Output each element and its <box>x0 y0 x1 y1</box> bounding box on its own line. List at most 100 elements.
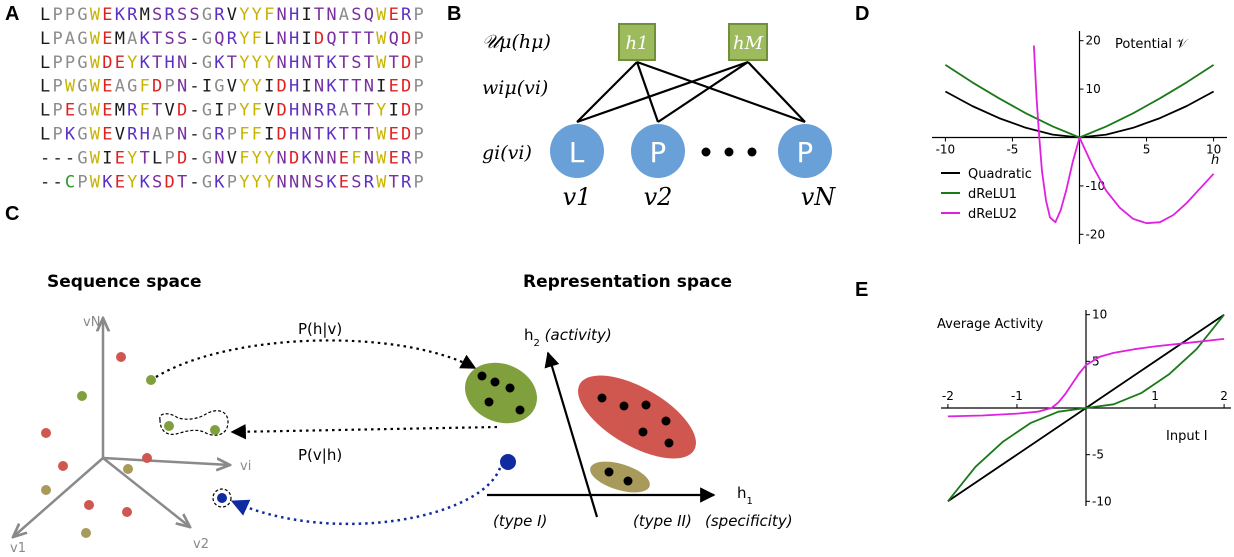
residue: G <box>127 77 137 97</box>
residue: I <box>301 5 311 25</box>
residue: P <box>77 172 87 192</box>
y-tick-label: 10 <box>1086 82 1101 96</box>
edge-hM-vN <box>747 61 806 123</box>
x-axis-label: h <box>1211 153 1219 168</box>
residue: Y <box>252 53 262 73</box>
residue: N <box>314 148 324 168</box>
seq-point <box>41 485 51 495</box>
residue: Y <box>239 53 249 73</box>
residue: R <box>127 5 138 25</box>
sampled-region-outline <box>159 410 229 436</box>
residue: L <box>40 125 50 145</box>
residue: P <box>414 172 424 192</box>
residue: G <box>202 172 212 192</box>
rep-point <box>490 377 500 387</box>
seq-point <box>142 453 152 463</box>
sequence-points <box>41 352 232 538</box>
residue: L <box>264 29 274 49</box>
residue: W <box>90 29 101 49</box>
residue: N <box>277 148 287 168</box>
residue: W <box>90 172 101 192</box>
residue: V <box>264 101 274 121</box>
y-tick-label: -20 <box>1086 227 1106 241</box>
residue: S <box>152 172 162 192</box>
residue: F <box>351 148 361 168</box>
rep-point <box>638 427 648 437</box>
residue: V <box>115 125 125 145</box>
residue: R <box>364 172 375 192</box>
residue: E <box>115 172 125 192</box>
residue: D <box>401 53 411 73</box>
residue: T <box>152 29 162 49</box>
rep-point <box>505 383 515 393</box>
residue: W <box>90 148 101 168</box>
residue: D <box>177 148 187 168</box>
residue: Y <box>264 148 274 168</box>
residue: H <box>140 125 150 145</box>
label-weights: wiμ(vi) <box>482 77 548 99</box>
residue: G <box>202 148 212 168</box>
residue: H <box>289 5 299 25</box>
residue: G <box>202 29 212 49</box>
seq-point <box>122 507 132 517</box>
residue: W <box>376 29 387 49</box>
residue: N <box>326 5 336 25</box>
residue: - <box>189 29 199 49</box>
cluster-green <box>465 362 537 424</box>
rep-point-generated <box>500 454 516 470</box>
residue: E <box>339 148 349 168</box>
residue: K <box>301 148 312 168</box>
residue: N <box>214 148 224 168</box>
residue: F <box>140 101 150 121</box>
residue: R <box>326 101 337 121</box>
seq-point <box>77 391 87 401</box>
seq-point <box>58 461 68 471</box>
residue: R <box>214 5 225 25</box>
rbm-diagram: 𝒰μ(hμ) wiμ(vi) gi(vi) h1 hM L P P v1 v2 … <box>482 23 836 211</box>
residue: - <box>189 148 199 168</box>
residue: D <box>177 101 187 121</box>
axis-vi-label: vi <box>240 459 251 474</box>
residue: K <box>326 77 337 97</box>
residue: P <box>227 172 237 192</box>
residue: P <box>165 148 175 168</box>
residue: E <box>339 172 349 192</box>
residue: V <box>227 148 237 168</box>
arrow-generate <box>230 467 502 526</box>
edge-h1-vN <box>636 60 806 124</box>
residue: H <box>289 125 299 145</box>
residue: R <box>401 148 412 168</box>
residue: W <box>376 5 387 25</box>
sequence-axes <box>13 318 230 537</box>
residue: E <box>102 77 112 97</box>
residue: W <box>376 125 387 145</box>
residue: D <box>401 125 411 145</box>
x-tick-label: 2 <box>1220 389 1228 403</box>
residue: Y <box>127 53 137 73</box>
chart-title: Average Activity <box>937 317 1043 332</box>
residue: E <box>102 101 112 121</box>
residue: I <box>264 77 274 97</box>
x-tick-label: 5 <box>1143 143 1151 157</box>
p-h-given-v-label: P(h|v) <box>298 320 342 338</box>
residue: T <box>314 53 324 73</box>
residue: P <box>52 53 62 73</box>
residue: Q <box>214 29 224 49</box>
residue: Y <box>239 101 249 121</box>
residue: - <box>189 172 199 192</box>
seq-point <box>81 528 91 538</box>
seq-point <box>84 500 94 510</box>
residue: N <box>314 77 324 97</box>
axis-v1-label: v1 <box>10 541 26 556</box>
residue: T <box>177 172 187 192</box>
chart-title: Potential 𝒱 <box>1115 37 1189 52</box>
cluster-olive <box>590 461 650 493</box>
residue: T <box>339 53 349 73</box>
residue: M <box>140 5 150 25</box>
residue: D <box>277 77 287 97</box>
residue: T <box>339 77 349 97</box>
residue: - <box>40 148 50 168</box>
rep-point <box>477 371 487 381</box>
